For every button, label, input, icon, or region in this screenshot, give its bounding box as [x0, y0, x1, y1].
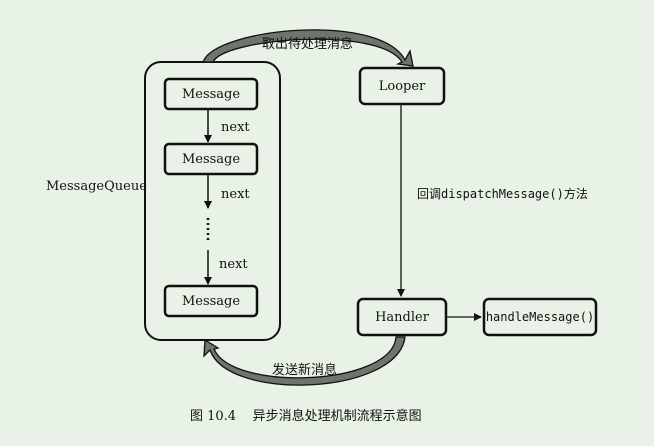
send-message-curved-arrow — [203, 336, 406, 386]
figure-caption: 图 10.4 异步消息处理机制流程示意图 — [190, 409, 422, 424]
looper-box — [358, 66, 446, 106]
dispatch-label: 回调dispatchMessage()方法 — [417, 187, 588, 201]
message-box-3 — [163, 284, 259, 318]
handle-message-label: handleMessage() — [485, 310, 595, 324]
message-label-1: Message — [181, 86, 241, 102]
take-message-curved-arrow — [202, 29, 414, 67]
message-queue-label: MessageQueue — [46, 179, 147, 194]
message-label-2: Message — [181, 151, 241, 167]
handler-label: Handler — [375, 309, 429, 325]
next-label-2: next — [221, 187, 250, 202]
take-message-label: 取出待处理消息 — [262, 37, 354, 52]
handler-box — [356, 297, 448, 337]
looper-label: Looper — [378, 78, 426, 94]
handle-message-box — [482, 297, 598, 337]
next-label-1: next — [221, 120, 250, 135]
message-box-1 — [163, 77, 259, 111]
message-box-2 — [163, 142, 259, 176]
next-label-3: next — [219, 257, 248, 272]
send-message-label: 发送新消息 — [272, 363, 338, 378]
message-label-3: Message — [181, 293, 241, 309]
